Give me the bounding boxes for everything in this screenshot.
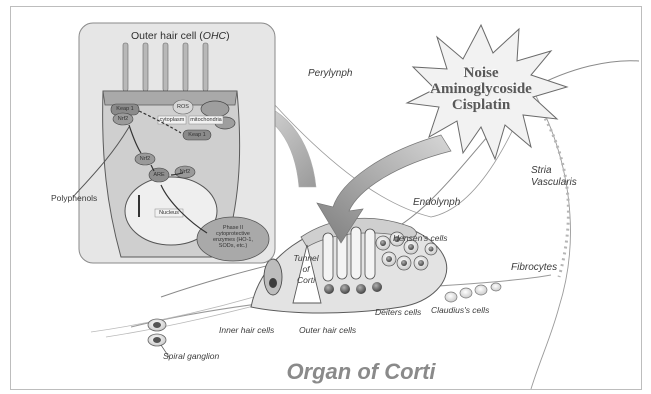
nrf2-label-c: Nrf2 <box>175 169 195 175</box>
claudius-label: Claudius's cells <box>431 305 489 315</box>
spiral-ganglion-nucleus <box>153 337 161 343</box>
perilymph-label: Perylynph <box>308 68 352 79</box>
mitochondria-organelle <box>201 101 229 117</box>
inner-hair-cell <box>264 259 282 295</box>
corti-word: Corti <box>291 275 321 286</box>
nrf2-label-b: Nrf2 <box>135 156 155 162</box>
stressor-aminoglycoside: Aminoglycoside <box>413 81 549 97</box>
stressor-cisplatin: Cisplatin <box>413 97 549 113</box>
stressor-list: Noise Aminoglycoside Cisplatin <box>413 65 549 113</box>
cytoplasm-label: cytoplasm <box>158 117 186 123</box>
claudius-cell <box>460 288 472 298</box>
of-word: of <box>291 264 321 275</box>
diagram-title: Organ of Corti <box>261 359 461 385</box>
fibrocytes-label: Fibrocytes <box>511 262 557 273</box>
vascularis-label: Vascularis <box>531 177 577 188</box>
spiral-ganglion-label: Spiral ganglion <box>163 351 219 361</box>
outer-hair-cells-label: Outer hair cells <box>299 325 356 335</box>
endolymph-label: Endolynph <box>413 197 460 208</box>
claudius-cell <box>491 283 501 291</box>
deiters-label: Deiters cells <box>375 307 421 317</box>
nrf2-label-a: Nrf2 <box>113 116 133 122</box>
claudius-cell <box>445 292 457 302</box>
spiral-ganglion-nucleus <box>153 322 161 328</box>
ohc-close-paren: ) <box>226 30 230 42</box>
inner-hair-cells-label: Inner hair cells <box>219 325 274 335</box>
ohc-inset-title: Outer hair cell (OHC) <box>131 30 230 42</box>
stria-label: Stria <box>531 165 552 176</box>
stria-vascularis-band <box>536 103 568 277</box>
mitochondria-label: mitochondria <box>189 117 223 123</box>
claudius-cell <box>475 285 487 295</box>
nucleus-label: Nucleus <box>155 210 183 216</box>
keap1-label-a: Keap 1 <box>111 106 139 112</box>
polyphenols-label: Polyphenols <box>51 193 97 203</box>
keap1-label-b: Keap 1 <box>183 132 211 138</box>
figure-frame: Outer hair cell (OHC) Keap 1 Nrf2 ROS cy… <box>10 6 642 390</box>
tunnel-word: Tunnel <box>291 253 321 264</box>
inner-hair-cell-nucleus <box>269 278 277 288</box>
phase2-line4: SODs, etc.) <box>201 243 265 249</box>
are-label: ARE <box>149 172 169 178</box>
ros-label: ROS <box>173 104 193 110</box>
stressor-noise: Noise <box>413 65 549 81</box>
phase2-label: Phase II cytoprotective enzymes (HO-1, S… <box>201 225 265 249</box>
lateral-wall <box>531 87 570 389</box>
hensen-label: Hensen's cells <box>393 233 448 243</box>
tunnel-of-corti-label: Tunnel of Corti <box>291 253 321 286</box>
ohc-abbrev: OHC <box>203 30 226 42</box>
